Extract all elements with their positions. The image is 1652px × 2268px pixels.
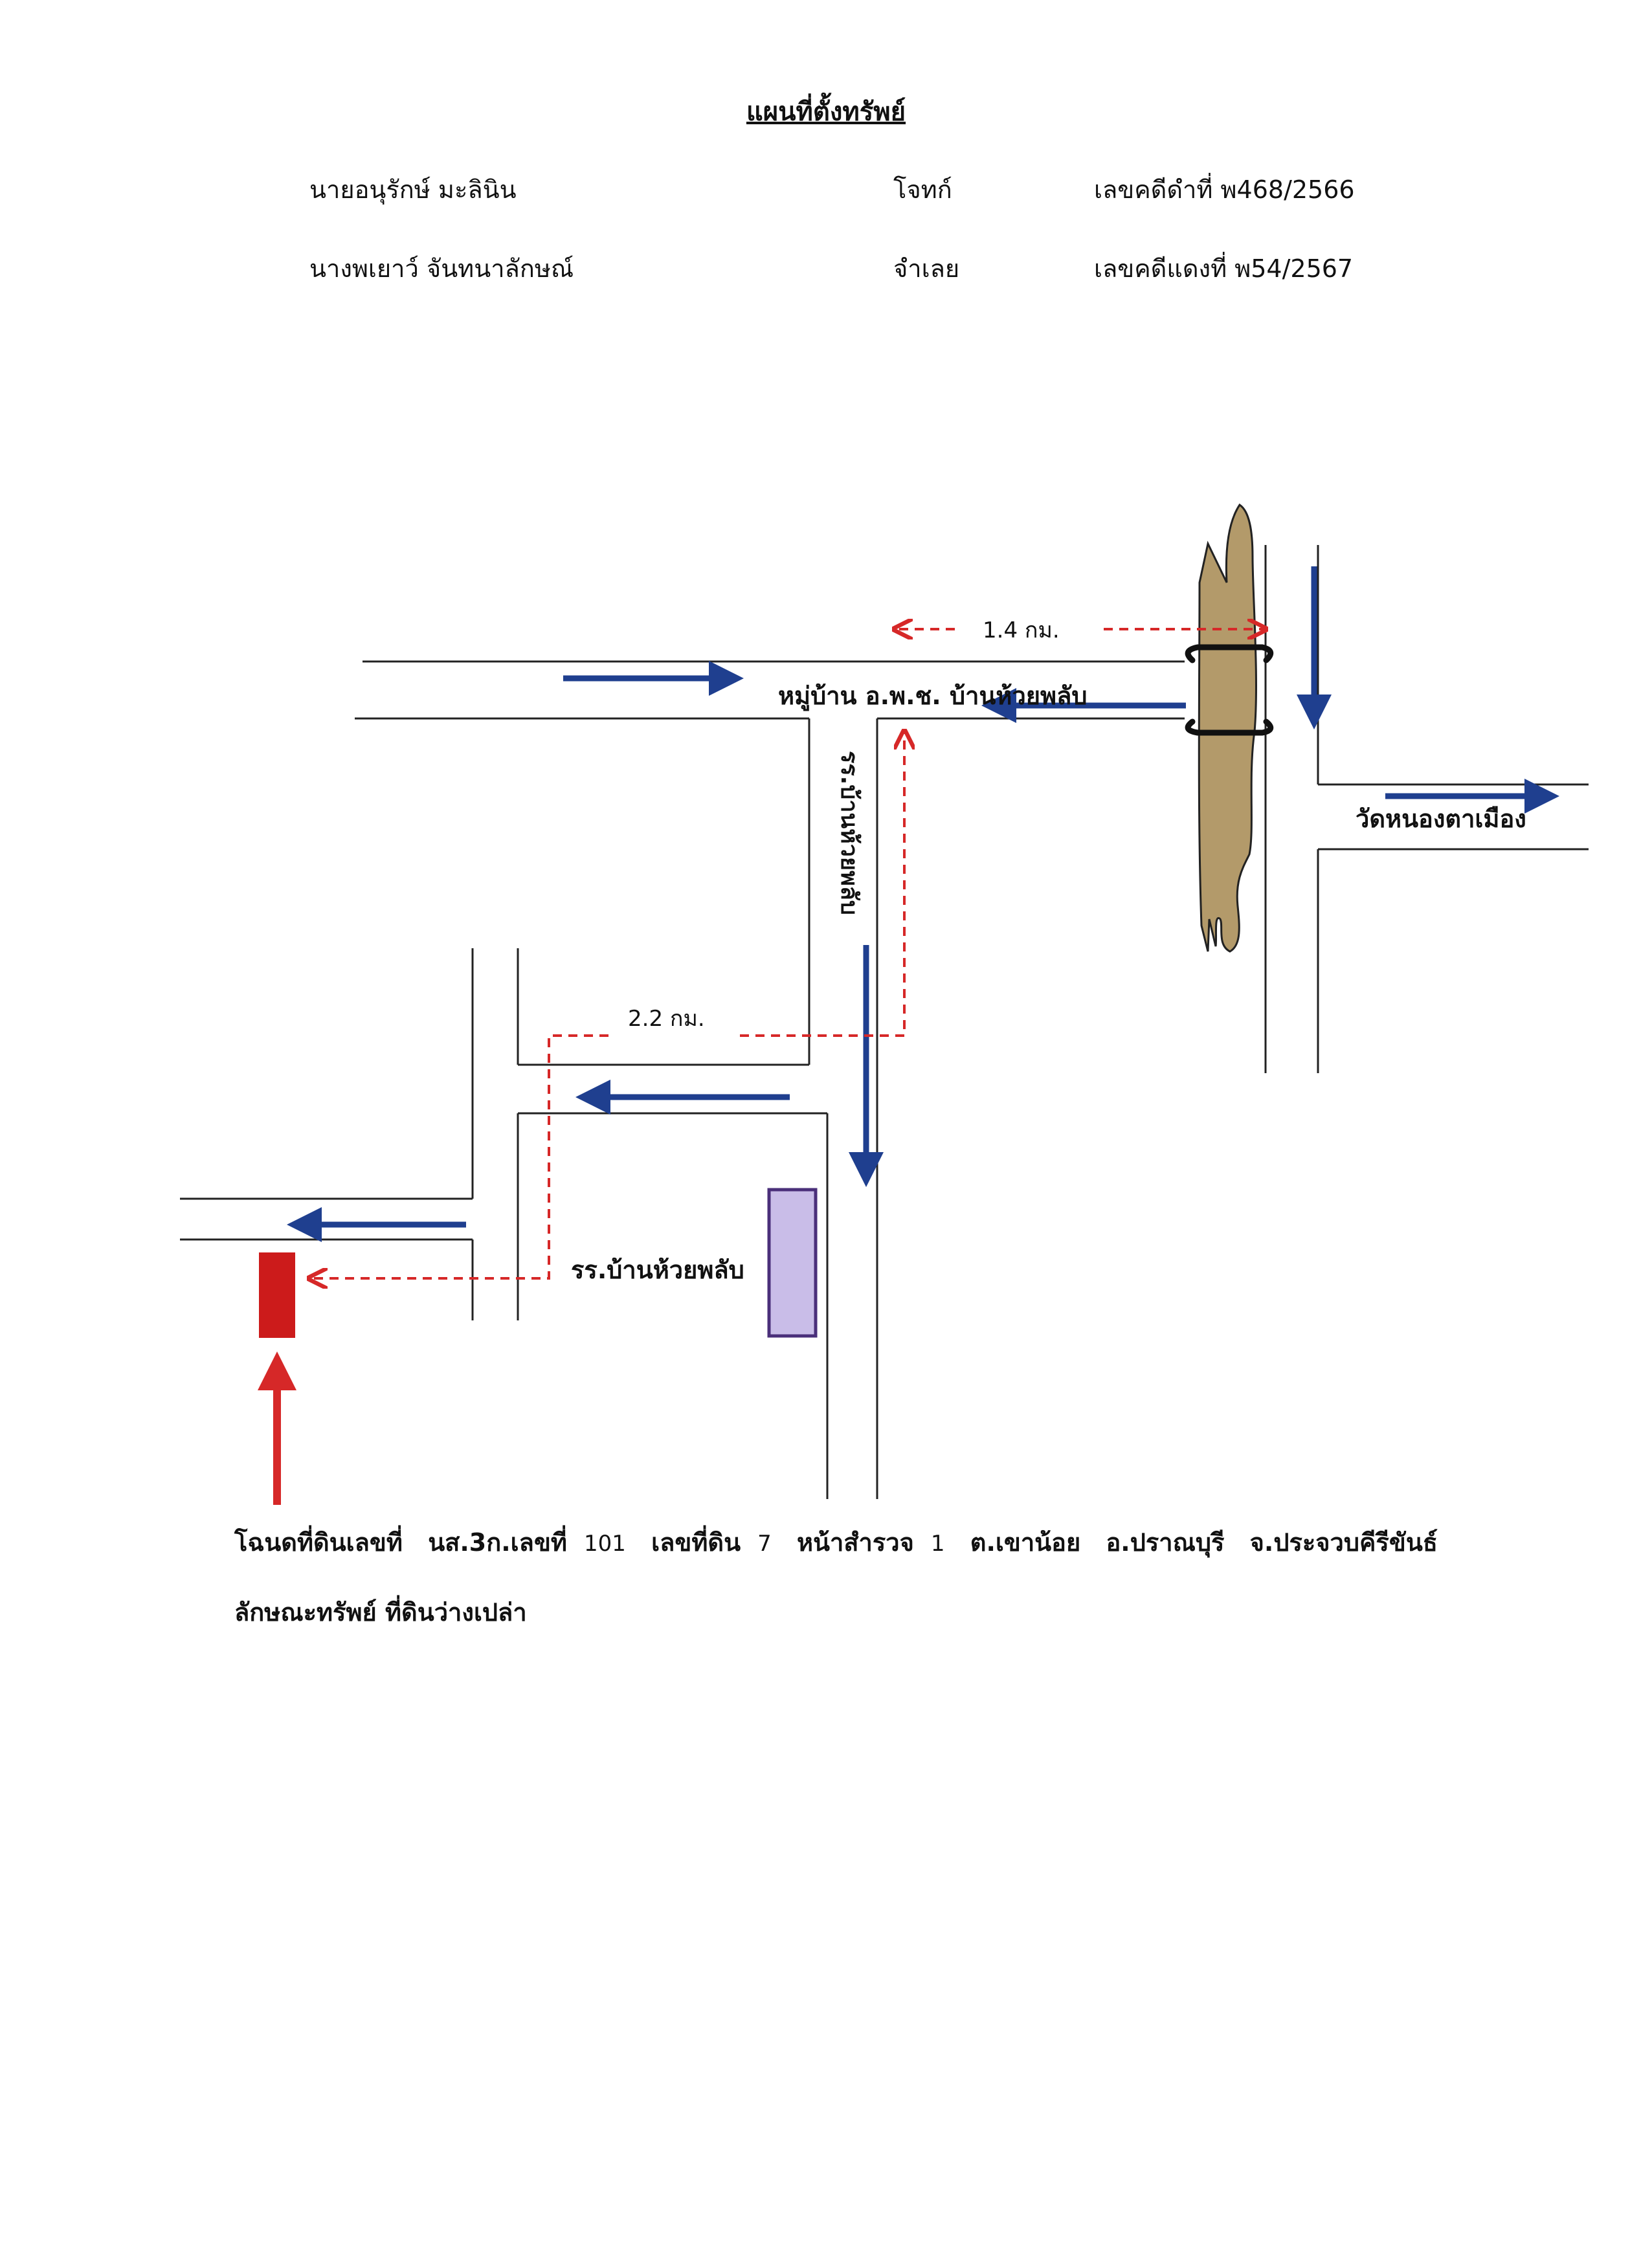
- route-segment: [740, 731, 904, 1037]
- land-label: เลขที่ดิน: [651, 1528, 741, 1557]
- deed-number: 101: [583, 1531, 626, 1557]
- subdistrict: ต.เขาน้อย: [970, 1528, 1081, 1557]
- route-segment: [309, 1034, 608, 1278]
- school-label: รร.บ้านห้วยพลับ: [571, 1256, 744, 1284]
- deed-line: โฉนดที่ดินเลขที่ นส.3ก.เลขที่ 101 เลขที่ด…: [234, 1522, 1529, 1562]
- plaintiff-name: นายอนุรักษ์ มะลินิน: [309, 175, 517, 204]
- temple-label: วัดหนองตาเมือง: [1356, 805, 1526, 833]
- route: [309, 629, 1266, 1278]
- land-number: 7: [757, 1531, 772, 1557]
- defendant-name: นางพเยาว์ จันทนาลักษณ์: [309, 254, 574, 283]
- property-type-line: ลักษณะทรัพย์ ที่ดินว่างเปล่า: [234, 1598, 527, 1627]
- direction-arrows: [287, 566, 1559, 1242]
- survey-page-label: หน้าสำรวจ: [796, 1528, 914, 1557]
- village-label: หมู่บ้าน อ.พ.ช. บ้านห้วยพลับ: [778, 682, 1088, 711]
- distance-top-label: 1.4 กม.: [983, 617, 1060, 643]
- roads: [180, 545, 1589, 1499]
- distance-mid-label: 2.2 กม.: [628, 1006, 705, 1032]
- plaintiff-role: โจทก์: [893, 175, 952, 204]
- black-case-number: เลขคดีดำที่ พ468/2566: [1094, 175, 1355, 204]
- property-marker: [259, 1252, 295, 1338]
- deed-type: นส.3ก.เลขที่: [428, 1528, 567, 1557]
- river-shape: [1198, 503, 1257, 953]
- survey-page-number: 1: [930, 1531, 945, 1557]
- bridge-bracket: [1185, 644, 1274, 736]
- district: อ.ปราณบุรี: [1106, 1528, 1225, 1557]
- province: จ.ประจวบคีรีขันธ์: [1249, 1528, 1438, 1557]
- deed-label: โฉนดที่ดินเลขที่: [234, 1528, 403, 1557]
- school-road-label: รร.บ้านห้วยพลับ: [836, 751, 862, 915]
- defendant-role: จำเลย: [893, 254, 960, 283]
- school-marker: [767, 1188, 818, 1338]
- red-case-number: เลขคดีแดงที่ พ54/2567: [1094, 254, 1354, 283]
- page-title: แผนที่ตั้งทรัพย์: [746, 97, 906, 127]
